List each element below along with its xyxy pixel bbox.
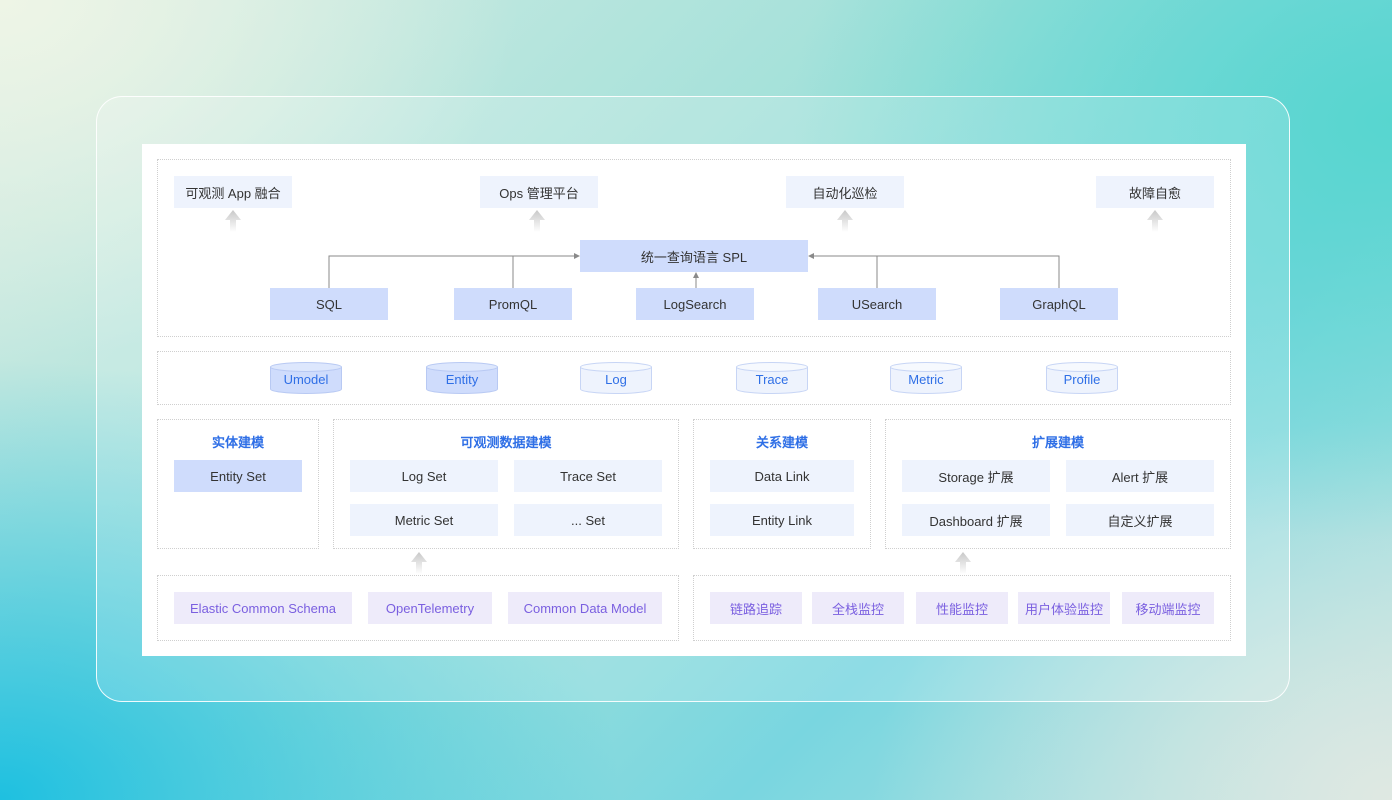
- data-modeling-section: [333, 419, 679, 549]
- extension-modeling-title: 扩展建模: [1031, 435, 1084, 450]
- up-arrow-icon: [529, 210, 545, 232]
- storage-cylinder: Metric: [890, 362, 962, 394]
- standards-section: [157, 575, 679, 641]
- standard-box: Common Data Model: [508, 592, 662, 624]
- query-language-box: SQL: [270, 288, 388, 320]
- app-box: Ops 管理平台: [480, 176, 598, 208]
- data-set-box: Metric Set: [350, 504, 498, 536]
- relation-modeling-section: [693, 419, 871, 549]
- relation-box: Entity Link: [710, 504, 854, 536]
- query-layer-section: [157, 159, 1231, 337]
- extension-box: Storage 扩展: [902, 460, 1050, 492]
- database-icon: [736, 362, 808, 394]
- database-icon: [270, 362, 342, 394]
- scenario-box: 移动端监控: [1122, 592, 1214, 624]
- scenario-box: 链路追踪: [710, 592, 802, 624]
- scenarios-section: [693, 575, 1231, 641]
- database-icon: [890, 362, 962, 394]
- app-box: 可观测 App 融合: [174, 176, 292, 208]
- up-arrow-icon: [411, 552, 427, 574]
- scenario-box: 用户体验监控: [1018, 592, 1110, 624]
- storage-label: Umodel: [283, 372, 329, 387]
- database-icon: [580, 362, 652, 394]
- storage-label: Trace: [755, 372, 789, 387]
- query-language-box: USearch: [818, 288, 936, 320]
- database-icon: [1046, 362, 1118, 394]
- scenario-box: 全栈监控: [812, 592, 904, 624]
- storage-label: Metric: [908, 372, 944, 387]
- storage-cylinder: Log: [580, 362, 652, 394]
- scenario-box: 性能监控: [916, 592, 1008, 624]
- storage-layer-section: [157, 351, 1231, 405]
- extension-box: 自定义扩展: [1066, 504, 1214, 536]
- storage-cylinder: Umodel: [270, 362, 342, 394]
- storage-label: Log: [605, 372, 627, 387]
- app-box: 故障自愈: [1096, 176, 1214, 208]
- up-arrow-icon: [837, 210, 853, 232]
- extension-box: Dashboard 扩展: [902, 504, 1050, 536]
- query-language-box: PromQL: [454, 288, 572, 320]
- data-set-box: Trace Set: [514, 460, 662, 492]
- up-arrow-icon: [225, 210, 241, 232]
- up-arrow-icon: [1147, 210, 1163, 232]
- entity-set-box: Entity Set: [174, 460, 302, 492]
- standard-box: OpenTelemetry: [368, 592, 492, 624]
- standard-box: Elastic Common Schema: [174, 592, 352, 624]
- query-language-box: GraphQL: [1000, 288, 1118, 320]
- diagram-panel: [142, 144, 1246, 656]
- spl-box: 统一查询语言 SPL: [580, 240, 808, 272]
- up-arrow-icon: [955, 552, 971, 574]
- app-box: 自动化巡检: [786, 176, 904, 208]
- relation-box: Data Link: [710, 460, 854, 492]
- storage-label: Entity: [445, 372, 479, 387]
- query-language-box: LogSearch: [636, 288, 754, 320]
- extension-modeling-section: [885, 419, 1231, 549]
- data-set-box: ... Set: [514, 504, 662, 536]
- storage-label: Profile: [1063, 372, 1101, 387]
- database-icon: [426, 362, 498, 394]
- storage-cylinder: Entity: [426, 362, 498, 394]
- entity-modeling-title: 实体建模: [211, 435, 264, 450]
- data-set-box: Log Set: [350, 460, 498, 492]
- entity-modeling-section: [157, 419, 319, 549]
- extension-box: Alert 扩展: [1066, 460, 1214, 492]
- relation-modeling-title: 关系建模: [755, 435, 808, 450]
- storage-cylinder: Profile: [1046, 362, 1118, 394]
- data-modeling-title: 可观测数据建模: [460, 435, 552, 450]
- storage-cylinder: Trace: [736, 362, 808, 394]
